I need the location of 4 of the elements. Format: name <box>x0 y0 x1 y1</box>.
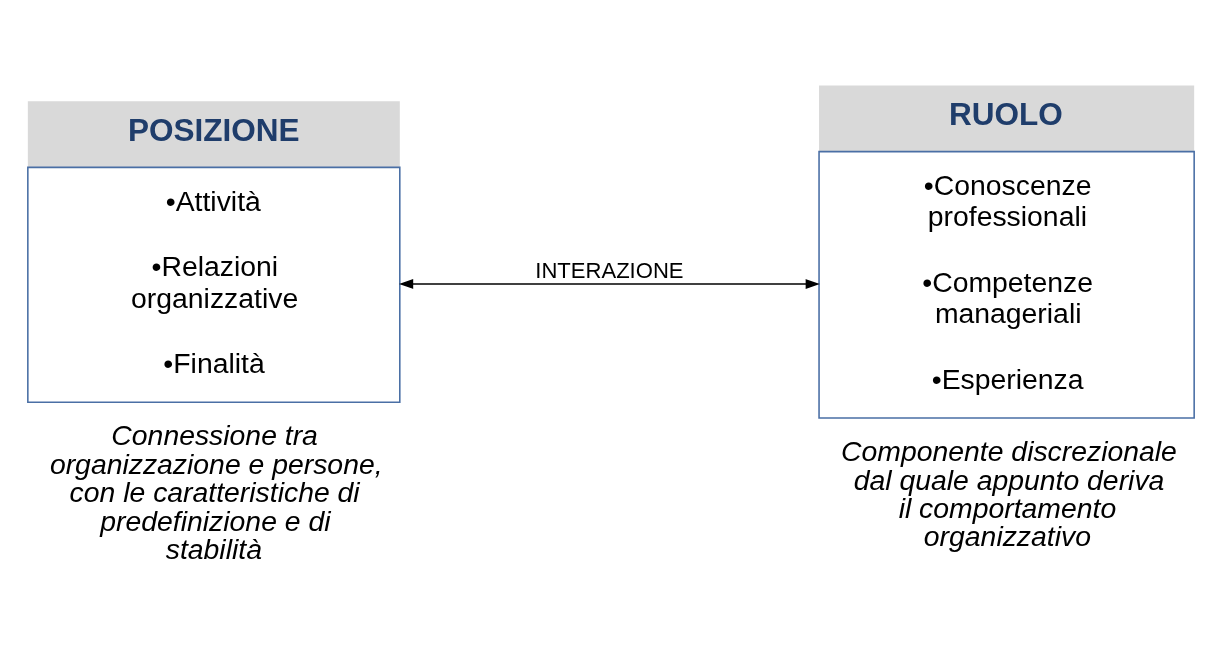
edge-label: INTERAZIONE <box>535 257 684 283</box>
node-label: Componente discrezionale dal quale appunto deriva il comportamento organizzativo <box>841 434 1177 552</box>
node-label: Connessione tra organizzazione e persone, con le caratteristiche di predefinizione e di stabilità <box>49 418 383 565</box>
arrow <box>399 278 820 289</box>
